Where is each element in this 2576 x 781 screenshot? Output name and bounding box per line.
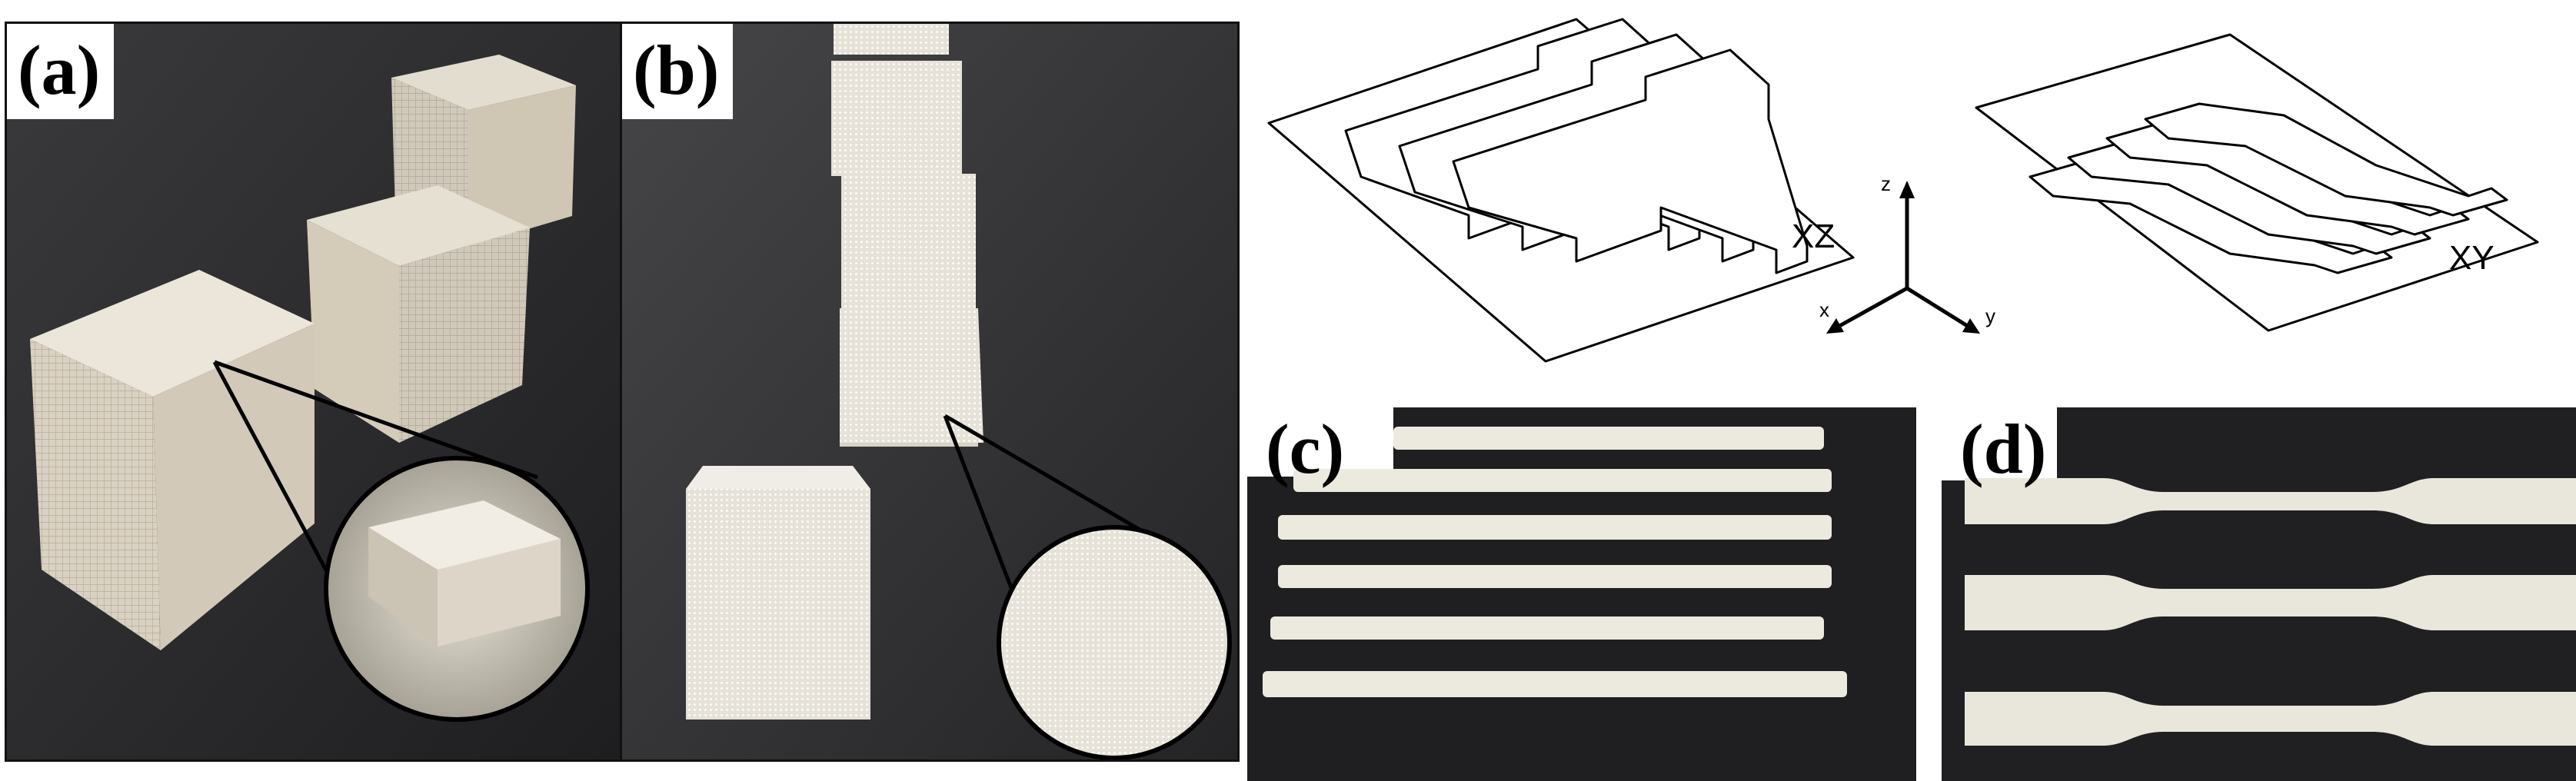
- panel-b-photo: (b): [620, 22, 1240, 762]
- orientation-schematic: XZ XY z x y: [1238, 0, 2576, 369]
- panel-d-label: (d): [1960, 410, 2047, 488]
- y-axis-label: y: [1985, 304, 1995, 327]
- magnified-inset: [324, 456, 590, 722]
- xy-dogbone-specimens: [1965, 478, 2576, 746]
- xy-specimens: [2029, 102, 2508, 274]
- xy-orientation-label: XY: [2449, 239, 2494, 277]
- z-axis-label: z: [1881, 172, 1891, 195]
- panel-b-image: [622, 24, 1237, 759]
- panel-d-image: [1942, 407, 2576, 781]
- panel-b-label: (b): [622, 24, 734, 119]
- xz-orientation-label: XZ: [1792, 218, 1835, 255]
- panel-a-photo: (a): [5, 22, 624, 762]
- xz-bar-specimens: [1263, 427, 1847, 697]
- panel-c-image: [1247, 407, 1916, 781]
- panel-d-photo: (d): [1942, 407, 2576, 781]
- x-axis-label: x: [1819, 298, 1829, 321]
- coordinate-axes: [1832, 188, 1974, 331]
- xz-specimens: [1344, 18, 1809, 274]
- panel-c-photo: (c): [1247, 407, 1916, 781]
- panel-a-label: (a): [7, 24, 115, 119]
- panel-a-image: [7, 24, 622, 759]
- schematic-drawing: XZ XY z x y: [1267, 18, 2539, 363]
- cube-middle: [307, 185, 530, 443]
- cube-column: [686, 24, 983, 720]
- cube-near: [30, 270, 315, 650]
- panel-c-label: (c): [1266, 410, 1345, 488]
- magnified-inset: [997, 525, 1232, 759]
